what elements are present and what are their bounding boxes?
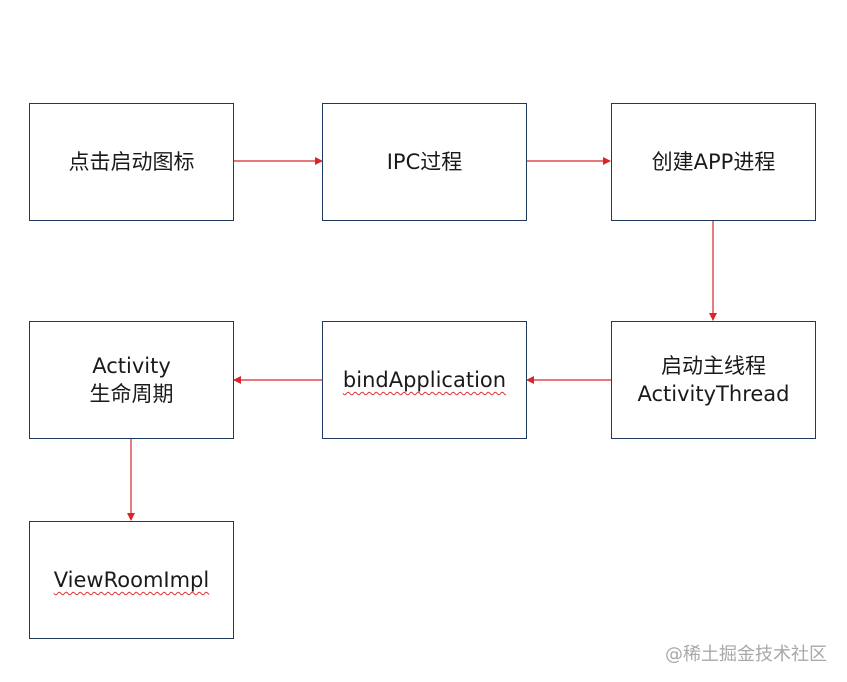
- node-view-root-impl: ViewRoomImpl: [29, 521, 234, 639]
- node-activity-lifecycle-line2: 生命周期: [89, 382, 174, 406]
- watermark: @稀土掘金技术社区: [665, 644, 827, 665]
- node-click-icon-label: 点击启动图标: [68, 150, 195, 174]
- node-click-icon: 点击启动图标: [29, 103, 234, 221]
- node-create-app: 创建APP进程: [611, 103, 816, 221]
- node-ipc-label: IPC过程: [386, 150, 463, 174]
- node-create-app-label: 创建APP进程: [651, 150, 776, 174]
- node-ipc: IPC过程: [322, 103, 527, 221]
- node-bind-application-label: bindApplication: [342, 368, 507, 392]
- node-activity-lifecycle-line1: Activity: [92, 354, 171, 378]
- node-main-thread: 启动主线程 ActivityThread: [611, 321, 816, 439]
- node-view-root-impl-label: ViewRoomImpl: [53, 568, 210, 592]
- node-main-thread-line2: ActivityThread: [637, 382, 790, 406]
- node-activity-lifecycle: Activity 生命周期: [29, 321, 234, 439]
- node-main-thread-line1: 启动主线程: [661, 354, 766, 378]
- node-bind-application: bindApplication: [322, 321, 527, 439]
